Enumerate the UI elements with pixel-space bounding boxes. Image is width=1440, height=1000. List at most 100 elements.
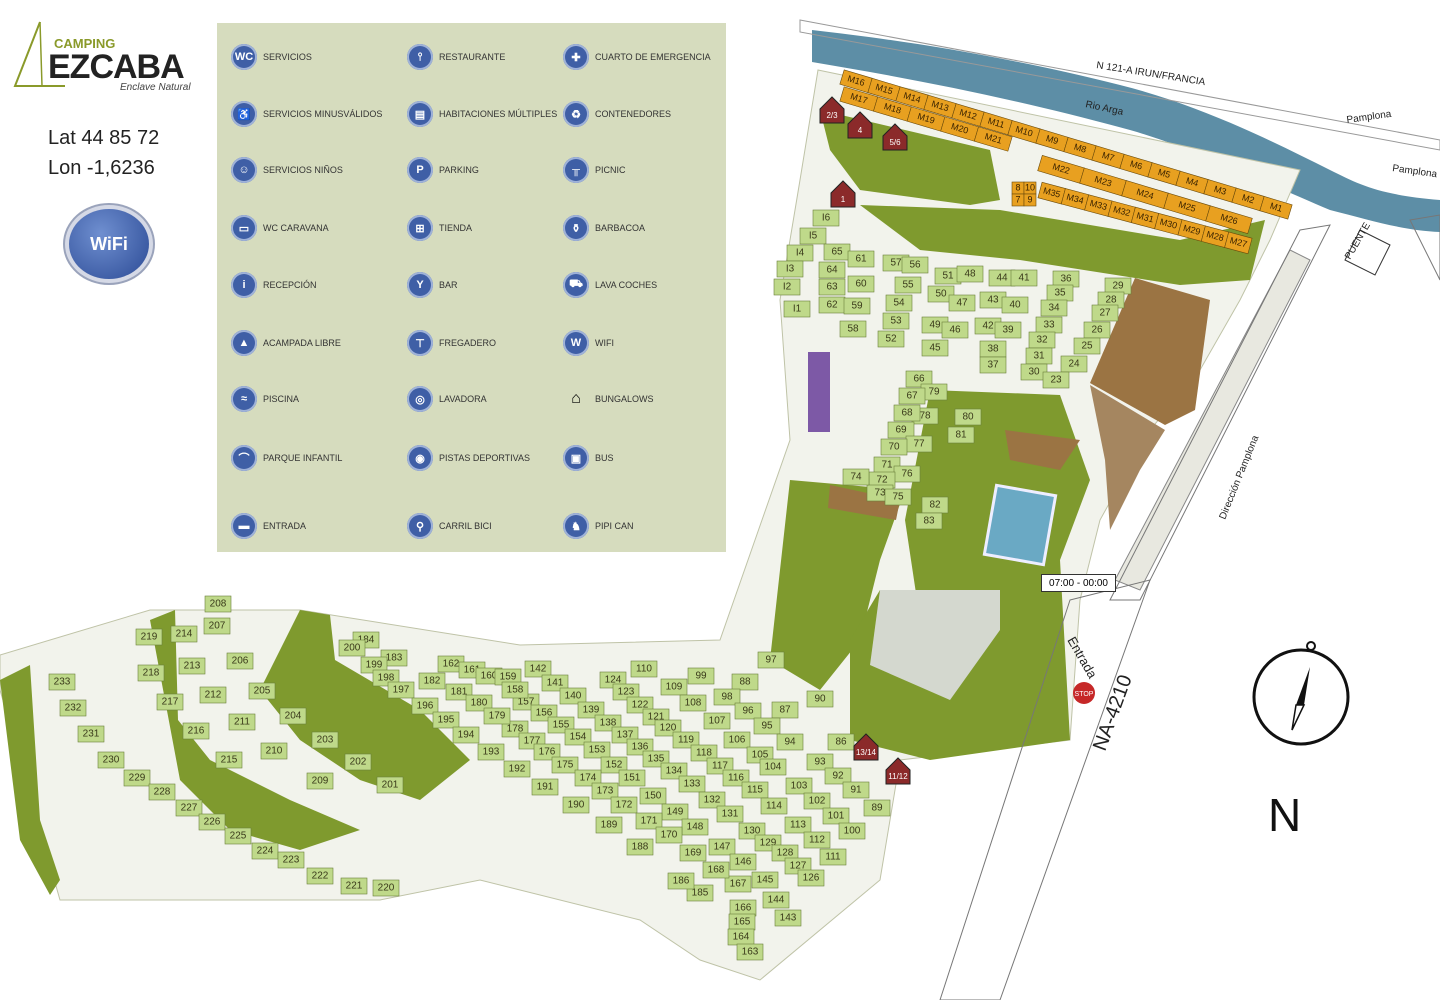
pitch-label: 229	[129, 773, 146, 784]
pitch: 133	[678, 775, 706, 793]
pitch-label: 221	[346, 881, 363, 892]
pitch-label: 201	[382, 780, 399, 791]
pitch-label: 217	[162, 697, 179, 708]
pitch: 214	[170, 625, 198, 643]
small-pitch-label: 8	[1015, 182, 1020, 192]
pitch: 163	[736, 943, 764, 961]
pitch-label: 98	[721, 692, 733, 703]
legend-label: PARKING	[439, 165, 479, 175]
brown-strip-2	[828, 485, 900, 520]
tent-icon: ▲	[231, 330, 257, 356]
pitch-label: 23	[1050, 375, 1062, 386]
pitch-label: 168	[708, 865, 725, 876]
pitch: 134	[660, 762, 688, 780]
pitch: 33	[1035, 316, 1063, 334]
pitch: 58	[839, 320, 867, 338]
pitch: 70	[880, 438, 908, 456]
pitch-label: 174	[580, 773, 597, 784]
legend-item: ▭WC CARAVANA	[231, 215, 329, 241]
pitch: 215	[215, 751, 243, 769]
pitch-label: 130	[744, 826, 761, 837]
legend-label: TIENDA	[439, 223, 473, 233]
logo-tagline: Enclave Natural	[120, 82, 191, 93]
pitch: 100	[838, 822, 866, 840]
legend-item: ✚CUARTO DE EMERGENCIA	[563, 44, 711, 70]
pitch: 180	[465, 694, 493, 712]
legend-item: ⊞TIENDA	[407, 215, 472, 241]
pitch-label: 147	[714, 842, 731, 853]
pitch-label: 124	[605, 675, 622, 686]
pitch-label: 118	[696, 748, 712, 759]
pitch: 231	[77, 725, 105, 743]
pitch-label: 142	[530, 664, 547, 675]
pitch-label: 34	[1048, 303, 1060, 314]
pitch: 91	[842, 781, 870, 799]
bungalow-label: 1	[841, 195, 846, 204]
pitch: 206	[226, 652, 254, 670]
pitch: 144	[762, 891, 790, 909]
legend-item: ▲ACAMPADA LIBRE	[231, 330, 341, 356]
wifi-icon: W	[563, 330, 589, 356]
legend-item: ♻CONTENEDORES	[563, 101, 671, 127]
pitch-label: 30	[1028, 367, 1040, 378]
pitch-label: 233	[54, 677, 71, 688]
parking-lot	[1114, 249, 1311, 591]
brown-strip-3	[1005, 430, 1080, 470]
pitch: 81	[947, 426, 975, 444]
m-pitch: M26	[1205, 205, 1253, 235]
pitch-label: 25	[1081, 341, 1093, 352]
pitch-label: 37	[987, 360, 999, 371]
pitch-label: 131	[722, 809, 739, 820]
m-pitch-label: M16	[846, 73, 866, 88]
pitch-label: 101	[828, 811, 845, 822]
pitch-label: 215	[221, 755, 238, 766]
pitch-label: 62	[826, 300, 838, 311]
pitch: 45	[921, 339, 949, 357]
pitch-label: 164	[733, 932, 750, 943]
legend-label: PIPI CAN	[595, 521, 634, 531]
pitch-label: 132	[704, 795, 721, 806]
legend-label: BUS	[595, 453, 614, 463]
pitch: 200	[338, 639, 366, 657]
pitch-label: 43	[987, 295, 999, 306]
pitch-label: 32	[1036, 335, 1048, 346]
pitch: 193	[477, 743, 505, 761]
pitch-label: 111	[825, 852, 841, 863]
entrance-icon: ▬	[231, 513, 257, 539]
pitch: 106	[723, 731, 751, 749]
pitch-label: 68	[901, 408, 913, 419]
legend-item: ⛟LAVA COCHES	[563, 272, 657, 298]
m-pitch-label: M12	[958, 107, 978, 122]
pitch-label: 24	[1068, 359, 1080, 370]
legend-item: ◉PISTAS DEPORTIVAS	[407, 445, 530, 471]
pitch-label: 225	[230, 831, 247, 842]
m-pitch: M20	[940, 116, 979, 142]
pitch-label: 26	[1091, 325, 1103, 336]
pitch-label: 116	[728, 773, 744, 784]
wifi-badge-text: WiFi	[90, 233, 128, 254]
legend-label: WC CARAVANA	[263, 223, 329, 233]
road-na4210	[939, 579, 1151, 1000]
legend-label: BUNGALOWS	[595, 394, 654, 404]
pitch-label: 163	[742, 947, 759, 958]
pitch-label: 57	[890, 258, 902, 269]
small-pitch-label: 7	[1015, 194, 1020, 204]
m-pitch: M5	[1147, 162, 1181, 186]
pitch-label: 39	[1002, 325, 1014, 336]
pool	[982, 483, 1058, 567]
pitch: 82	[921, 496, 949, 514]
pitch: 230	[97, 751, 125, 769]
pitch-label: 139	[583, 705, 600, 716]
pitch: 37	[979, 356, 1007, 374]
pitch-label: I3	[786, 264, 795, 275]
pitch-label: 135	[648, 754, 665, 765]
m-pitch-label: M26	[1219, 212, 1239, 227]
pitch-label: 91	[850, 785, 862, 796]
pitch: 92	[824, 767, 852, 785]
purple-building	[808, 352, 830, 432]
pitch: 59	[843, 297, 871, 315]
m-pitch: M16	[839, 69, 873, 93]
bungalow-house-icon: 5/6	[882, 123, 908, 151]
pitch-label: 86	[835, 737, 847, 748]
